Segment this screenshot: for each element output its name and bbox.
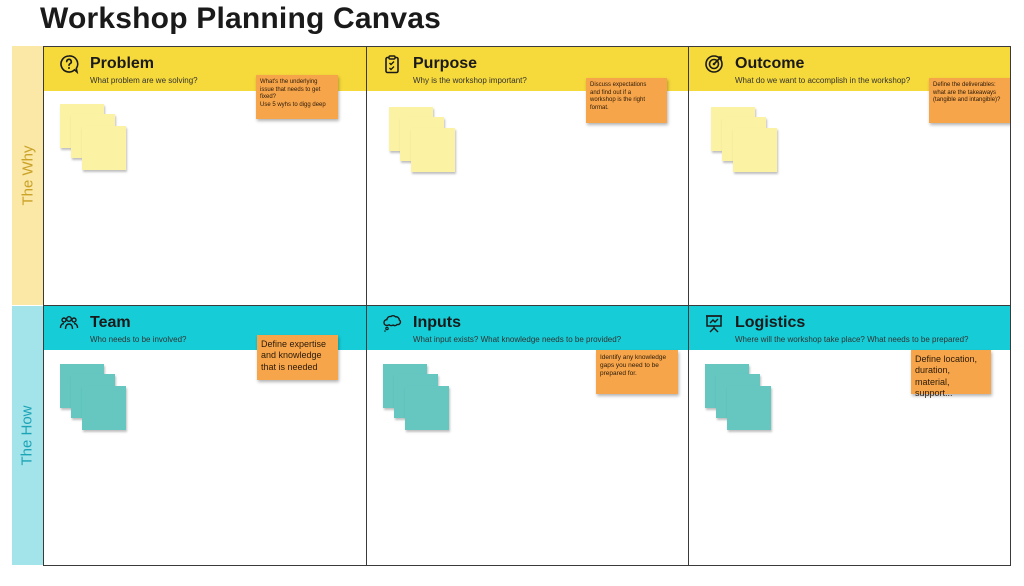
hint-line: prepared for.	[600, 370, 637, 378]
cell-problem-subtitle: What problem are we solving?	[90, 76, 198, 85]
hint-line: Discuss expectations	[590, 82, 647, 88]
row-label-why-text: The Why	[19, 145, 37, 206]
sticky-note[interactable]	[733, 128, 777, 172]
hint-line: support...	[915, 387, 953, 398]
presentation-board-icon	[706, 315, 722, 333]
hint-line: duration, material,	[915, 365, 951, 387]
cell-inputs-title: Inputs	[413, 314, 461, 331]
cell-outcome[interactable]: Outcome What do we want to accomplish in…	[688, 46, 1011, 306]
question-bubble-icon	[60, 55, 79, 74]
hint-line: What's the underlying	[260, 79, 318, 85]
hint-note-problem[interactable]: What's the underlying issue that needs t…	[256, 75, 338, 119]
cell-inputs-subtitle: What input exists? What knowledge needs …	[413, 335, 622, 344]
hint-note-inputs[interactable]: Identify any knowledge gaps you need to …	[596, 350, 678, 394]
hint-line: Define expertise	[261, 339, 327, 349]
hint-note-logistics[interactable]: Define location, duration, material, sup…	[911, 350, 991, 398]
cell-purpose[interactable]: Purpose Why is the workshop important? D…	[366, 46, 689, 306]
hint-line: Define location,	[915, 354, 978, 364]
cell-inputs-header: Inputs What input exists? What knowledge…	[367, 306, 688, 350]
hint-line: Identify any knowledge	[600, 354, 667, 361]
clipboard-icon	[385, 55, 399, 74]
cell-logistics-title: Logistics	[735, 314, 806, 331]
hint-line: format.	[590, 104, 609, 111]
hint-line: Define the deliverables:	[933, 82, 996, 88]
cell-team-title: Team	[90, 314, 131, 331]
cell-logistics-header: Logistics Where will the workshop take p…	[689, 306, 1010, 350]
hint-line: what are the takeaways	[933, 89, 997, 96]
cell-inputs[interactable]: Inputs What input exists? What knowledge…	[366, 305, 689, 566]
cell-logistics[interactable]: Logistics Where will the workshop take p…	[688, 305, 1011, 566]
cell-outcome-title: Outcome	[735, 55, 805, 72]
sticky-note[interactable]	[82, 386, 126, 430]
cell-problem-header: Problem What problem are we solving?	[44, 47, 366, 91]
hint-line: workshop is the right	[590, 97, 646, 103]
row-label-how: The How	[12, 306, 43, 565]
page-title: Workshop Planning Canvas	[40, 2, 441, 35]
cell-team[interactable]: Team Who needs to be involved? Define ex…	[43, 305, 367, 566]
cell-team-subtitle: Who needs to be involved?	[90, 335, 187, 344]
sticky-note[interactable]	[82, 126, 126, 170]
cell-outcome-subtitle: What do we want to accomplish in the wor…	[735, 76, 911, 85]
cell-logistics-subtitle: Where will the workshop take place? What…	[735, 335, 969, 344]
hint-line: Use 5 wyhs to digg deep	[260, 101, 326, 108]
cell-purpose-subtitle: Why is the workshop important?	[413, 76, 527, 85]
thought-bubble-icon	[383, 315, 402, 332]
hint-line: and knowledge	[261, 350, 322, 361]
cell-problem[interactable]: Problem What problem are we solving? Wha…	[43, 46, 367, 306]
cell-purpose-title: Purpose	[413, 55, 478, 72]
cell-problem-title: Problem	[90, 55, 155, 72]
target-icon	[705, 55, 723, 73]
hint-note-team[interactable]: Define expertise and knowledge that is n…	[257, 335, 338, 380]
hint-line: gaps you need to be	[600, 362, 659, 370]
row-label-why: The Why	[12, 46, 43, 305]
people-icon	[59, 316, 79, 330]
hint-note-purpose[interactable]: Discuss expectations and find out if a w…	[586, 78, 667, 123]
sticky-note[interactable]	[727, 386, 771, 430]
hint-line: and find out if a	[590, 89, 632, 96]
hint-line: (tangible and intangible)?	[933, 97, 1001, 103]
hint-line: fixed?	[260, 94, 277, 100]
hint-line: issue that needs to get	[260, 86, 321, 93]
row-label-how-text: The How	[19, 405, 36, 466]
hint-line: that is needed	[261, 361, 318, 372]
sticky-note[interactable]	[411, 128, 455, 172]
sticky-note[interactable]	[405, 386, 449, 430]
hint-note-outcome[interactable]: Define the deliverables: what are the ta…	[929, 78, 1010, 123]
